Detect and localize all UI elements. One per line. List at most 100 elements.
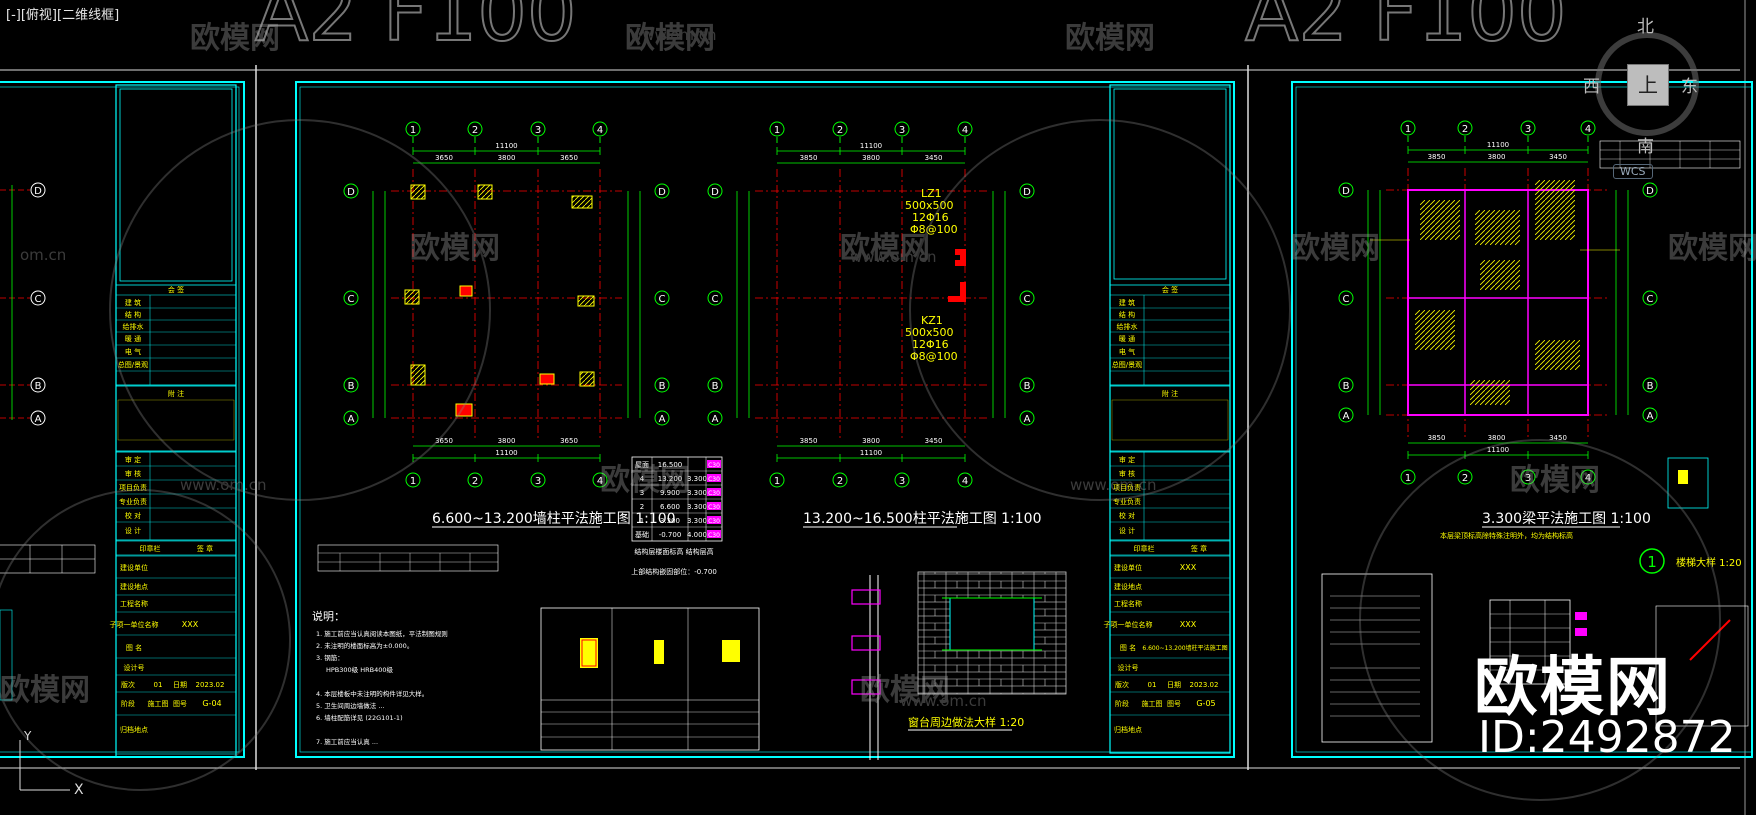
svg-text:XXX: XXX: [1180, 563, 1197, 572]
grid-bubble-label: C: [712, 294, 719, 305]
level-name: 4: [640, 475, 645, 483]
grid-bubble: [1338, 407, 1354, 423]
grid-bubble-label: B: [348, 381, 355, 392]
svg-text:暖 通: 暖 通: [125, 334, 141, 343]
grid-bubble-label: 2: [472, 125, 478, 136]
svg-text:阶段: 阶段: [121, 699, 135, 708]
center-sheet: [295, 81, 1235, 758]
svg-text:G-04: G-04: [202, 699, 221, 708]
grid-bubble: [1457, 120, 1473, 136]
svg-text:结 构: 结 构: [125, 310, 141, 319]
svg-text:说明：: 说明：: [312, 609, 345, 623]
watermark-logo: 欧模网: [1474, 651, 1672, 725]
svg-text:www.om.cn: www.om.cn: [850, 248, 937, 266]
wcs-menu[interactable]: WCS: [1613, 164, 1653, 179]
grid-bubble: [592, 472, 608, 488]
viewcube-top-face[interactable]: 上: [1627, 64, 1669, 106]
grid-bubble: [654, 290, 670, 306]
grid-bubble: [894, 121, 910, 137]
view-name-button[interactable]: [俯视]: [20, 8, 57, 23]
plan3-title: 3.300梁平法施工图 1:100: [1482, 511, 1651, 527]
svg-text:设 计: 设 计: [1119, 526, 1135, 535]
plan1-columns: [404, 184, 595, 417]
grid-bubble: [1019, 410, 1035, 426]
left-sheet: D C B A 会 签 建 筑 结 构 给排水 暖 通 电 气 总图/景观 附 …: [0, 81, 245, 758]
grid-bubble-label: 2: [837, 125, 843, 136]
concrete-grade-marker: [707, 502, 721, 510]
grid-bubble-label: 2: [837, 476, 843, 487]
dimension-text: 11100: [1487, 446, 1509, 454]
grid-bubble-label: 2: [1462, 124, 1468, 135]
svg-text:日期: 日期: [173, 681, 187, 689]
svg-text:欧模网: 欧模网: [625, 21, 715, 56]
svg-text:阶段: 阶段: [1115, 699, 1129, 708]
grid-bubble: [654, 377, 670, 393]
grid-bubble-label: 2: [1462, 473, 1468, 484]
grid-bubble-label: 3: [535, 125, 541, 136]
grid-bubble: [707, 377, 723, 393]
grid-bubble-label: D: [1646, 186, 1654, 197]
svg-text:楼梯大样 1:20: 楼梯大样 1:20: [1676, 556, 1742, 569]
grid-bubble: [343, 377, 359, 393]
grid-bubble: [1338, 290, 1354, 306]
plan2-columns: LZ1 500x500 12Φ16 Φ8@100 KZ1 500x500 12Φ…: [905, 187, 966, 363]
level-height: 3.300: [687, 503, 707, 511]
compass-east[interactable]: 东: [1681, 77, 1698, 97]
grid-bubble-label: 1: [1405, 124, 1411, 135]
general-notes: 说明： 1. 施工前应当认真阅读本图纸，平法制图规则 2. 未注明的楼面标高为±…: [312, 609, 448, 746]
concrete-grade-marker: [707, 530, 721, 538]
svg-text:D: D: [34, 186, 42, 197]
concrete-grade: C30: [708, 476, 720, 483]
svg-text:图号: 图号: [1167, 700, 1181, 708]
background-label: A2 F100: [1245, 0, 1567, 59]
plan3-subtitle: 本层梁顶标高除特殊注明外，均为结构标高: [1440, 531, 1573, 540]
svg-text:工程名称: 工程名称: [1114, 599, 1142, 608]
grid-bubble-label: D: [1023, 187, 1031, 198]
svg-text:附 注: 附 注: [1162, 389, 1178, 398]
svg-text:附 注: 附 注: [168, 389, 184, 398]
compass-south[interactable]: 南: [1637, 137, 1654, 157]
dimension-text: 3650: [560, 154, 578, 162]
compass-ring[interactable]: [1595, 32, 1699, 136]
grid-bubble-label: 1: [410, 476, 416, 487]
concrete-grade: C30: [708, 490, 720, 497]
viewcube[interactable]: 北 南 东 西 上 WCS: [1583, 12, 1705, 182]
svg-text:设计号: 设计号: [124, 663, 145, 672]
svg-text:欧模网: 欧模网: [840, 231, 930, 266]
svg-text:B: B: [35, 381, 42, 392]
grid-bubble-label: B: [712, 381, 719, 392]
svg-text:om.cn: om.cn: [20, 246, 66, 264]
grid-bubble: [894, 472, 910, 488]
svg-text:C: C: [35, 294, 42, 305]
grid-bubble: [592, 121, 608, 137]
svg-text:印章栏: 印章栏: [1134, 544, 1155, 553]
visual-style-button[interactable]: [二维线框]: [57, 8, 120, 23]
svg-text:会 签: 会 签: [1162, 285, 1178, 294]
svg-text:5. 卫生间周边墙做法 ...: 5. 卫生间周边墙做法 ...: [316, 701, 385, 710]
viewport-controls[interactable]: [-][俯视][二维线框]: [6, 4, 119, 23]
grid-bubble-label: 3: [899, 125, 905, 136]
compass-north[interactable]: 北: [1637, 17, 1654, 37]
level-elevation: 16.500: [658, 461, 683, 469]
grid-bubble: [1580, 469, 1596, 485]
viewport-menu-button[interactable]: [-]: [6, 8, 21, 23]
grid-bubble-label: 3: [1525, 473, 1531, 484]
grid-bubble: [1019, 290, 1035, 306]
grid-bubble: [1642, 290, 1658, 306]
dimension-text: 3850: [1428, 434, 1446, 442]
svg-text:子项一单位名称: 子项一单位名称: [1104, 620, 1153, 629]
svg-text:上部结构嵌固部位：-0.700: 上部结构嵌固部位：-0.700: [631, 567, 717, 576]
svg-text:欧模网: 欧模网: [860, 673, 950, 708]
right-sheet: [1291, 81, 1753, 758]
compass-west[interactable]: 西: [1583, 77, 1600, 97]
grid-bubble: [654, 410, 670, 426]
grid-bubble-label: 4: [597, 476, 603, 487]
level-elevation: -0.700: [659, 531, 682, 539]
dimension-text: 11100: [860, 142, 882, 150]
grid-bubble: [654, 183, 670, 199]
background-label: A2 F100: [255, 0, 577, 59]
svg-text:2023.02: 2023.02: [196, 681, 225, 689]
grid-bubble: [707, 410, 723, 426]
